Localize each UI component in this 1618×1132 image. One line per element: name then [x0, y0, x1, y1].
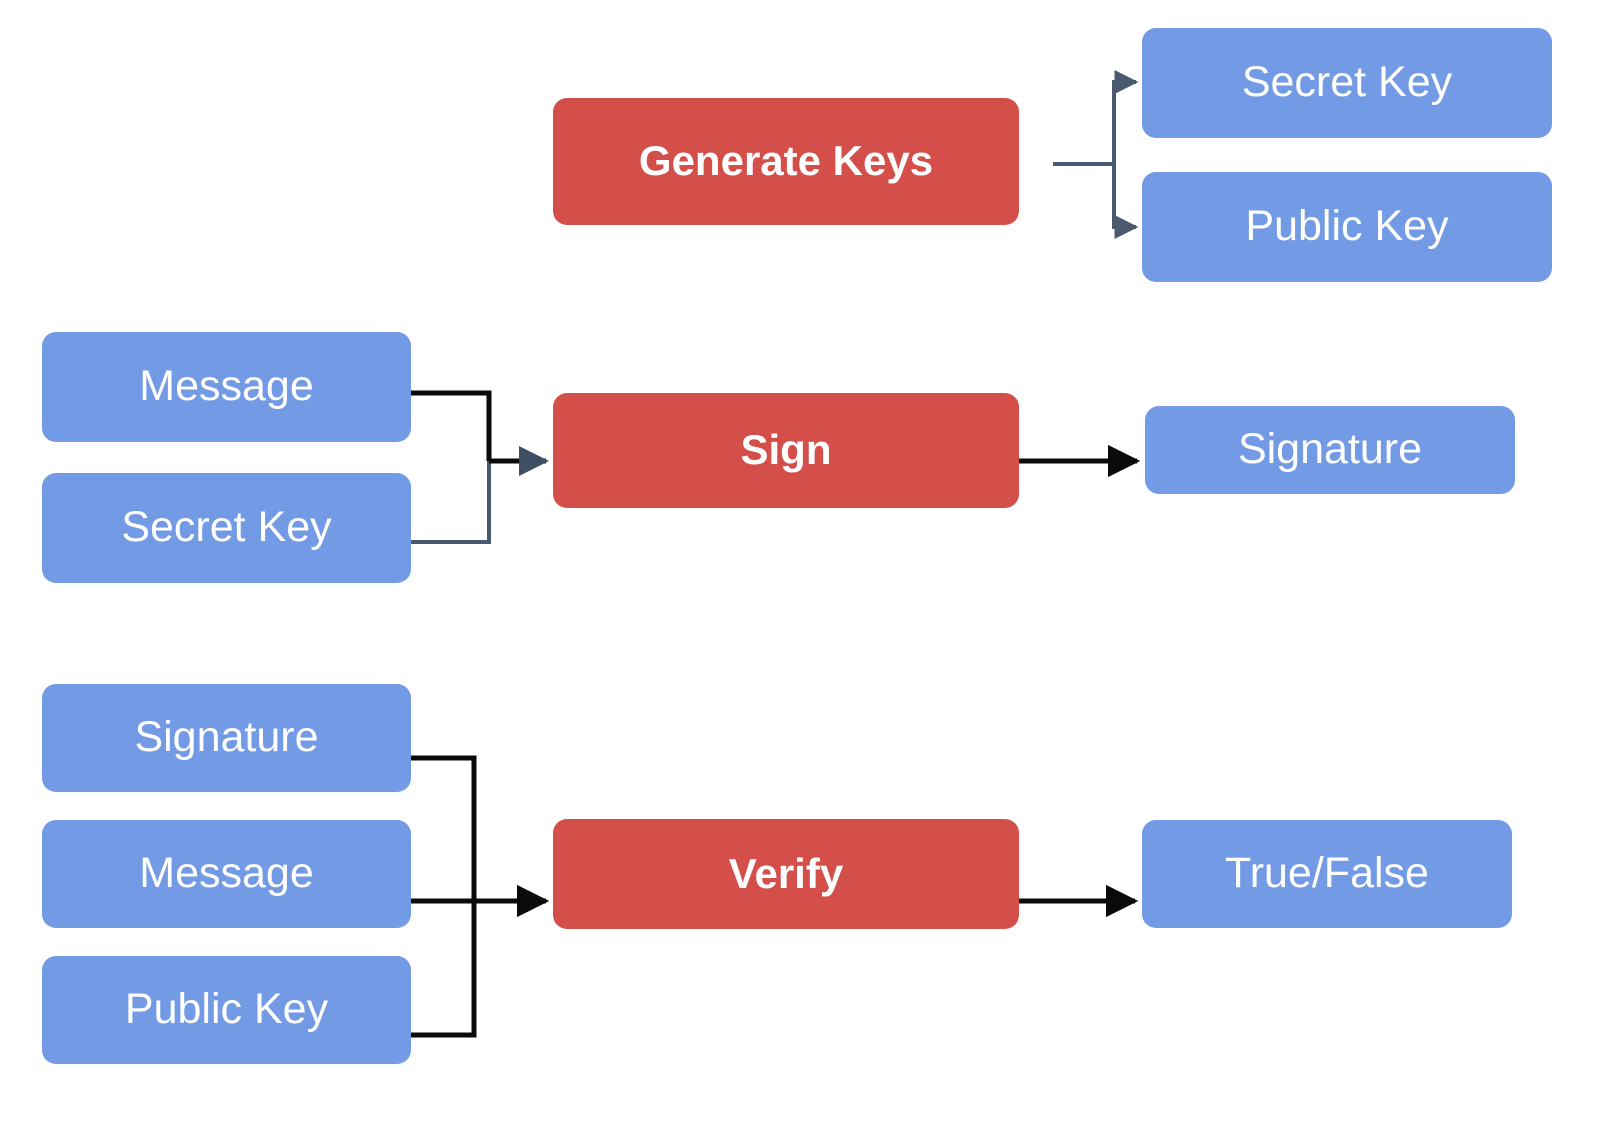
data-verify-input-message[interactable]: Message — [42, 820, 411, 928]
edge-inputs-to-sign — [411, 390, 549, 544]
process-verify[interactable]: Verify — [553, 819, 1019, 929]
process-generate-keys[interactable]: Generate Keys — [553, 98, 1019, 225]
data-signature-output[interactable]: Signature — [1145, 406, 1515, 494]
process-sign[interactable]: Sign — [553, 393, 1019, 508]
data-truefalse-output[interactable]: True/False — [1142, 820, 1512, 928]
data-secret-key-output[interactable]: Secret Key — [1142, 28, 1552, 138]
data-sign-input-secret-key[interactable]: Secret Key — [42, 473, 411, 583]
data-public-key-output[interactable]: Public Key — [1142, 172, 1552, 282]
edge-inputs-to-verify — [411, 755, 550, 1038]
data-verify-input-signature[interactable]: Signature — [42, 684, 411, 792]
edge-generate-keys-to-keys — [1053, 70, 1139, 239]
data-verify-input-public-key[interactable]: Public Key — [42, 956, 411, 1064]
data-sign-input-message[interactable]: Message — [42, 332, 411, 442]
